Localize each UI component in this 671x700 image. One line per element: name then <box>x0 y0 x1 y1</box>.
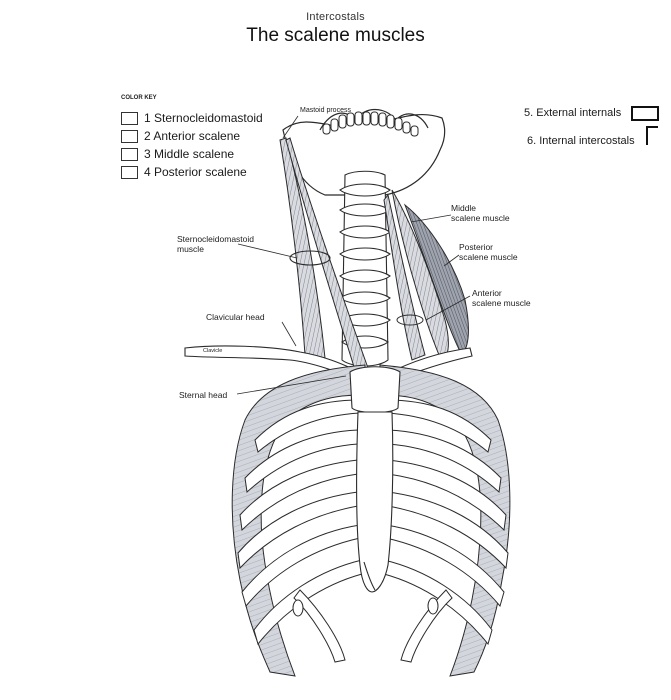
label-scm-line2: muscle <box>177 244 204 254</box>
color-swatch-external[interactable] <box>631 106 659 121</box>
rib-cage <box>231 364 511 677</box>
diagram-title: The scalene muscles <box>246 25 425 46</box>
leader-lines <box>236 115 471 395</box>
color-swatch-box[interactable] <box>121 130 138 143</box>
label-middle-scalene-line1: Middle <box>451 203 477 213</box>
label-anterior-scalene-line2: scalene muscle <box>472 298 531 308</box>
sternum <box>349 366 401 593</box>
teeth <box>322 111 419 137</box>
key-item-label: 4 Posterior scalene <box>144 165 247 179</box>
label-sternal-head: Sternal head <box>179 390 228 400</box>
key-item-label: 3 Middle scalene <box>144 147 235 161</box>
label-posterior-scalene-line2: scalene muscle <box>459 252 518 262</box>
middle-scalene-muscle <box>391 189 449 363</box>
label-middle-scalene-line2: scalene muscle <box>451 213 510 223</box>
color-key-heading: COLOR KEY <box>121 95 157 101</box>
label-posterior-scalene-line1: Posterior <box>459 242 494 252</box>
label-clavicular-head: Clavicular head <box>206 312 265 322</box>
cervical-spine <box>339 170 391 367</box>
key-item-label: 1 Sternocleidomastoid <box>144 111 263 125</box>
right-key-internal: 6. Internal intercostals <box>527 135 635 147</box>
right-key-external: 5. External internals <box>524 107 622 119</box>
color-swatch-box[interactable] <box>121 166 138 179</box>
label-scm-line1: Sternocleidomastoid <box>177 234 255 244</box>
muscle-belly-marker <box>396 314 424 326</box>
anterior-scalene-muscle <box>383 193 426 361</box>
label-mastoid-process: Mastoid process <box>300 107 351 114</box>
diagram-supertitle: Intercostals <box>306 11 365 23</box>
color-swatch-box[interactable] <box>121 148 138 161</box>
muscle-belly-marker <box>289 250 331 266</box>
label-anterior-scalene-line1: Anterior <box>472 288 502 298</box>
color-swatch-internal[interactable] <box>646 126 658 145</box>
key-item-label: 2 Anterior scalene <box>144 129 241 143</box>
color-swatch-box[interactable] <box>121 112 138 125</box>
label-clavicle: Clavicle <box>203 348 223 354</box>
